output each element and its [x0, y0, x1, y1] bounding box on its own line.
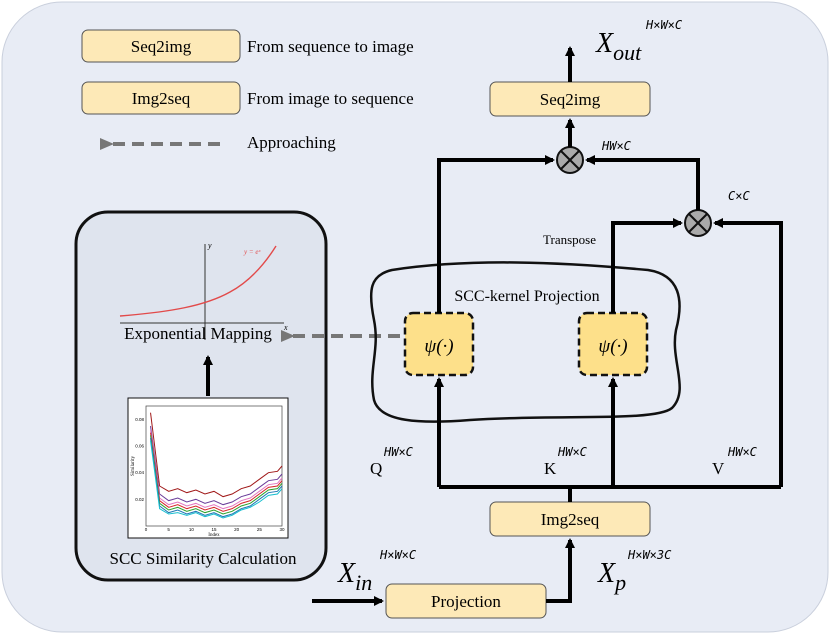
scc-chart-yticks: 0.08 0.06 0.04 0.02 [135, 417, 144, 502]
scc-xtick-label: 25 [257, 527, 263, 532]
scc-series-line-4 [150, 432, 283, 512]
scc-xtick-label: 10 [189, 527, 195, 532]
exp-curve-label: y = eˣ [243, 248, 261, 256]
exp-mapping-plot: y x y = eˣ [119, 241, 288, 340]
x-p-symbol: Xp [597, 558, 626, 595]
scc-series-line-3 [150, 429, 283, 510]
scc-chart-lines [150, 412, 283, 519]
side-panel: y x y = eˣ Exponential Mapping 0.080.060… [74, 210, 328, 582]
scc-xtick-label: 30 [279, 527, 285, 532]
exp-curve [119, 245, 277, 317]
transpose-label: Transpose [543, 232, 596, 247]
scc-kernel-title: SCC-kernel Projection [454, 288, 599, 305]
legend-seq2img-desc: From sequence to image [247, 37, 414, 56]
scc-series-line-1 [150, 412, 283, 498]
scc-chart-frame [127, 397, 289, 539]
scc-kernel-cloud [369, 261, 681, 423]
scc-series-line-7 [150, 440, 283, 519]
scc-ytick-label: 0.06 [135, 444, 144, 449]
legend-seq2img-label: Seq2img [131, 37, 192, 56]
scc-series-line-2 [150, 425, 283, 506]
v-shape: HW×C [727, 445, 758, 459]
q-shape: HW×C [383, 445, 414, 459]
legend-img2seq-label: Img2seq [132, 89, 191, 108]
img2seq-block-label: Img2seq [541, 510, 600, 529]
k-label: K [544, 459, 557, 478]
scc-chart: 0.08 0.06 0.04 0.02 0 5 10 15 20 25 30 Similarity… [127, 397, 289, 539]
scc-chart-xticks: 0 5 10 15 20 25 30 [145, 527, 285, 532]
scc-series-line-6 [150, 437, 283, 518]
exp-x-axis-label: x [283, 323, 288, 332]
x-out-shape: H×W×C [645, 18, 683, 32]
scc-ytick-label: 0.02 [135, 497, 144, 502]
seq2img-block-label: Seq2img [540, 90, 601, 109]
scc-chart-ylabel: Similarity [131, 456, 136, 477]
psi-right-to-multiply-arrow [611, 218, 683, 313]
k-shape: HW×C [557, 445, 588, 459]
multiply-node-right [684, 209, 712, 237]
scc-similarity-title: SCC Similarity Calculation [110, 549, 298, 568]
v-label: V [712, 459, 725, 478]
psi-left-to-multiply-arrow [437, 155, 555, 313]
scc-xtick-label: 20 [234, 527, 240, 532]
legend-img2seq-box [81, 81, 241, 115]
x-out-symbol: Xout [595, 28, 642, 65]
scc-chart-xlabel: Index [208, 533, 220, 538]
x-in-symbol: Xin [337, 558, 372, 595]
scc-xtick-label: 5 [167, 527, 170, 532]
connections [312, 46, 783, 606]
psi-right-label: ψ(·) [598, 336, 627, 357]
scc-ytick-label: 0.04 [135, 470, 144, 475]
scc-xtick-label: 15 [211, 527, 217, 532]
v-branch-arrow [713, 218, 783, 487]
projection-to-img2seq-arrow [546, 538, 575, 603]
scc-series-line-5 [150, 435, 283, 515]
legend: Seq2img From sequence to image Img2seq F… [81, 29, 414, 152]
x-p-shape: H×W×3C [627, 548, 672, 562]
exp-y-axis-label: y [207, 241, 212, 250]
x-in-shape: H×W×C [379, 548, 417, 562]
legend-img2seq-desc: From image to sequence [247, 89, 414, 108]
multiply-node-top [556, 146, 584, 174]
scc-xtick-label: 0 [145, 527, 148, 532]
exponential-mapping-title: Exponential Mapping [124, 324, 272, 343]
legend-seq2img-box [81, 29, 241, 63]
scc-ytick-label: 0.08 [135, 417, 144, 422]
q-label: Q [370, 459, 382, 478]
c-c-label: C×C [728, 189, 750, 203]
multiply-to-multiply-arrow [585, 155, 700, 210]
psi-left-label: ψ(·) [424, 336, 453, 357]
hw-c-top-label: HW×C [601, 139, 632, 153]
projection-block-label: Projection [431, 592, 501, 611]
legend-approaching-desc: Approaching [247, 133, 336, 152]
